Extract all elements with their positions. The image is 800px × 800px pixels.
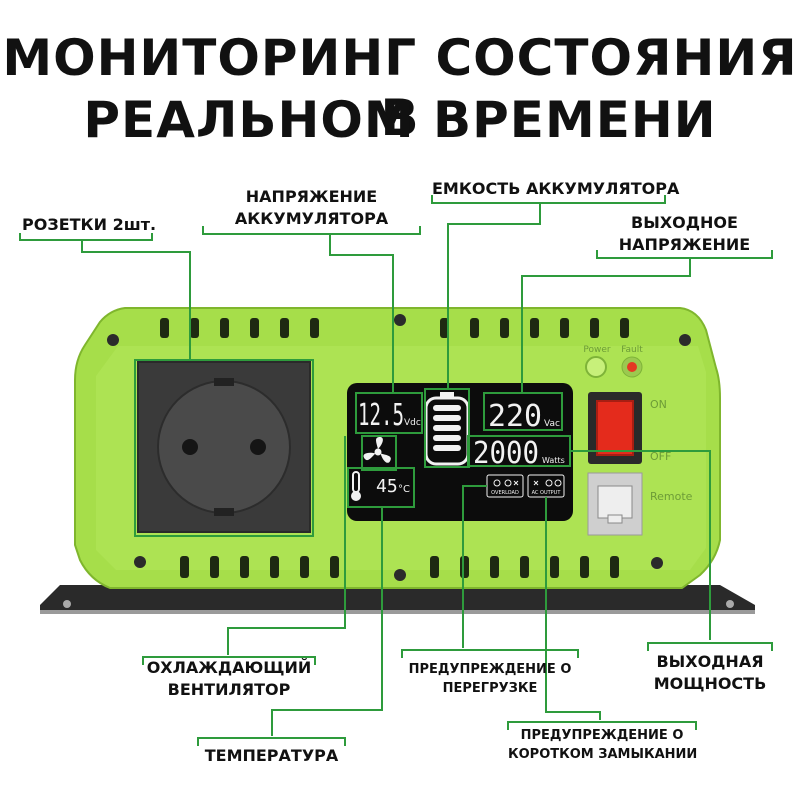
label-short-circuit-warning-line-1: ПРЕДУПРЕЖДЕНИЕ О (520, 728, 684, 743)
label-cooling-fan: ОХЛАЖДАЮЩИЙ ВЕНТИЛЯТОР (143, 657, 315, 701)
callout-line-temperature (197, 737, 346, 746)
lcd-temperature-value: 45 (376, 476, 398, 497)
label-output-voltage: ВЫХОДНОЕ НАПРЯЖЕНИЕ (597, 212, 772, 256)
fault-led-label: Fault (621, 345, 643, 355)
label-output-power-line-1: ВЫХОДНАЯ (656, 652, 764, 671)
label-cooling-fan-line-2: ВЕНТИЛЯТОР (167, 680, 291, 699)
ac-socket-face (157, 380, 291, 514)
page-title-line-1: МОНИТОРИНГ СОСТОЯНИЯ В (2, 29, 798, 147)
socket-ground-bottom (214, 508, 234, 516)
label-output-power: ВЫХОДНАЯ МОЩНОСТЬ (648, 651, 772, 695)
callout-line-fan-lead (227, 436, 346, 655)
mounting-plate-edge (40, 610, 755, 614)
remote-port-jack[interactable] (597, 485, 633, 519)
label-short-circuit-warning: ПРЕДУПРЕЖДЕНИЕ О КОРОТКОМ ЗАМЫКАНИИ (508, 726, 698, 764)
callout-line-sockets (19, 233, 153, 241)
overload-indicator-label: OVERLOAD (491, 490, 519, 496)
label-battery-capacity: ЕМКОСТЬ АККУМУЛЯТОРА (432, 179, 680, 198)
label-cooling-fan-line-1: ОХЛАЖДАЮЩИЙ (146, 658, 312, 677)
fault-led-core (627, 362, 637, 372)
mounting-plate (40, 585, 755, 614)
label-output-voltage-line-1: ВЫХОДНОЕ (631, 213, 738, 232)
label-battery-voltage: НАПРЯЖЕНИЕ АККУМУЛЯТОРА (203, 186, 420, 230)
label-overload-warning: ПРЕДУПРЕЖДЕНИЕ О ПЕРЕГРУЗКЕ (402, 660, 578, 698)
callout-line-overload (401, 649, 579, 658)
callout-line-temperature-lead (271, 507, 383, 736)
power-led-label: Power (583, 345, 611, 355)
switch-on-label: ON (650, 398, 667, 411)
socket-pin-hole-right (250, 439, 266, 455)
thermometer-icon (351, 471, 361, 501)
label-sockets: РОЗЕТКИ 2шт. (22, 215, 157, 234)
remote-port-label: Remote (650, 490, 693, 503)
mounting-hole-right (726, 600, 734, 608)
label-battery-voltage-line-2: АККУМУЛЯТОРА (234, 209, 389, 228)
socket-pin-hole-left (182, 439, 198, 455)
lcd-output-voltage-value: 220 (488, 399, 542, 434)
callout-lines (19, 195, 773, 746)
callout-line-capacity (431, 195, 666, 204)
switch-off-label: OFF (650, 450, 671, 463)
lcd-battery-voltage-unit: Vdc (404, 418, 421, 428)
callout-line-fan (142, 656, 316, 665)
case-screws (107, 314, 691, 581)
power-switch-rocker[interactable] (596, 400, 634, 456)
callout-line-short-circuit-lead (545, 497, 601, 720)
label-short-circuit-warning-line-2: КОРОТКОМ ЗАМЫКАНИИ (508, 747, 698, 762)
power-led (585, 356, 607, 378)
label-battery-voltage-line-1: НАПРЯЖЕНИЕ (245, 187, 378, 206)
lcd-output-voltage-unit: Vac (544, 419, 560, 429)
fan-icon (363, 437, 391, 463)
bottom-vents (180, 556, 619, 578)
callout-line-capacity-lead (447, 203, 541, 389)
label-temperature: ТЕМПЕРАТУРА (204, 746, 339, 765)
callout-line-power-lead (570, 450, 711, 640)
callout-line-short-circuit (507, 721, 697, 730)
remote-port-frame (587, 472, 643, 536)
callout-line-battery-voltage-lead (329, 234, 394, 393)
mounting-hole-left (63, 600, 71, 608)
callout-line-output-voltage (596, 250, 773, 259)
callout-line-sockets-lead (81, 240, 191, 360)
socket-ground-top (214, 378, 234, 386)
callout-line-output-voltage-lead (521, 258, 691, 393)
top-vents (160, 318, 629, 338)
label-output-power-line-2: МОЩНОСТЬ (653, 674, 767, 693)
lcd-temperature-unit: °C (398, 484, 410, 495)
lcd-output-power-unit: Watts (542, 456, 565, 465)
lcd-panel (347, 383, 573, 521)
ac-output-indicator-label: AC OUTPUT (532, 490, 562, 496)
page-title-line-2: РЕАЛЬНОМ ВРЕМЕНИ (83, 91, 717, 149)
label-output-voltage-line-2: НАПРЯЖЕНИЕ (618, 235, 751, 254)
label-overload-warning-line-2: ПЕРЕГРУЗКЕ (442, 681, 538, 696)
label-overload-warning-line-1: ПРЕДУПРЕЖДЕНИЕ О (408, 662, 572, 677)
lcd-battery-voltage-value: 12.5 (358, 398, 404, 433)
callout-line-power (647, 642, 773, 651)
callout-line-battery-voltage (202, 226, 421, 235)
remote-port-notch (607, 514, 623, 524)
callout-line-overload-lead (462, 485, 487, 648)
